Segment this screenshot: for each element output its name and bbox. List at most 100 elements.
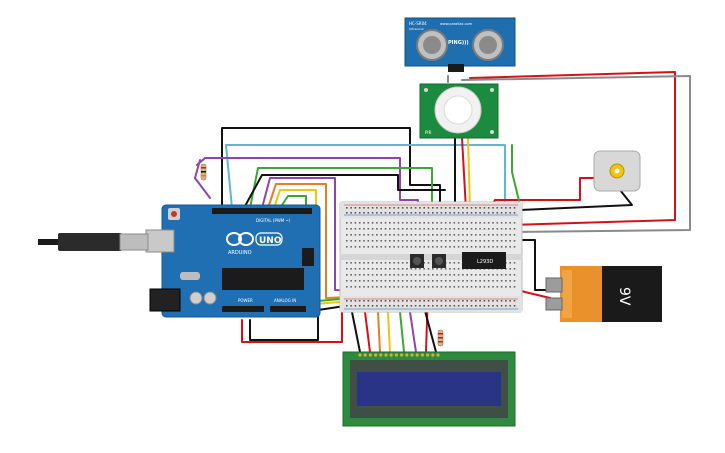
breadboard-hole [457, 286, 460, 288]
breadboard-hole [513, 280, 516, 282]
breadboard-hole [389, 222, 391, 224]
breadboard-hole [384, 228, 387, 230]
breadboard-hole [354, 212, 357, 214]
breadboard-hole [389, 305, 391, 307]
breadboard-hole [453, 207, 456, 209]
breadboard-hole [358, 246, 361, 248]
breadboard-hole [500, 222, 503, 224]
wire-green-2[interactable] [279, 195, 353, 303]
wire-green-3[interactable] [511, 144, 521, 206]
atmega-chip [222, 268, 304, 290]
breadboard-hole [505, 300, 507, 302]
pir-sensor[interactable]: PIR [419, 83, 499, 139]
breadboard-hole [505, 305, 507, 307]
breadboard-hole [479, 300, 481, 302]
wire-pir-red[interactable] [461, 137, 467, 211]
breadboard-hole [444, 246, 447, 248]
wire-lcd-yellow[interactable] [387, 311, 391, 353]
ultrasonic-sensor[interactable]: HC-SR04 Ultrasonic www.parallax.com PING… [404, 17, 516, 72]
breadboard-hole [475, 212, 477, 214]
breadboard-hole [492, 246, 494, 248]
breadboard-hole [470, 274, 473, 276]
breadboard-hole [380, 212, 382, 214]
breadboard-hole [354, 280, 357, 282]
breadboard-hole [457, 300, 460, 302]
breadboard-hole [367, 268, 370, 270]
breadboard-hole [462, 222, 464, 224]
breadboard-hole [393, 246, 395, 248]
breadboard-hole [397, 274, 400, 276]
breadboard-hole [410, 274, 413, 276]
breadboard-hole [401, 262, 404, 264]
wire-lcd-purple[interactable] [409, 311, 417, 353]
breadboard-hole [505, 274, 507, 276]
usb-cable[interactable] [38, 233, 149, 251]
breadboard-hole [423, 300, 425, 302]
wire-lcd-orange[interactable] [377, 311, 381, 353]
arduino-uno[interactable]: UNO ARDUINO DIGITAL (PWM ~) POWER ANALOG… [145, 204, 321, 318]
wire-lcd-green[interactable] [399, 311, 405, 353]
motor-driver-l293d[interactable]: L293D [462, 252, 506, 269]
breadboard-hole [423, 280, 425, 282]
wire-yellow-1[interactable] [273, 189, 363, 305]
breadboard-hole [505, 240, 507, 242]
breadboard-hole [500, 228, 503, 230]
breadboard-hole [505, 280, 507, 282]
breadboard-hole [371, 234, 374, 236]
breadboard-hole [419, 274, 421, 276]
wire-gray-long[interactable] [461, 75, 691, 233]
push-button-1[interactable] [410, 254, 424, 268]
resistor-lcd[interactable] [437, 329, 444, 347]
breadboard-hole [363, 212, 365, 214]
breadboard-hole [492, 280, 494, 282]
breadboard-hole [358, 274, 361, 276]
breadboard-hole [440, 280, 443, 282]
breadboard-hole [350, 274, 352, 276]
breadboard-hole [475, 228, 477, 230]
battery-9v[interactable]: 9V [545, 266, 662, 322]
breadboard-hole [371, 212, 374, 214]
lcd-pin [420, 353, 424, 357]
wire-cyan[interactable] [225, 144, 506, 211]
breadboard-hole [393, 212, 395, 214]
wire-purple-2[interactable] [194, 159, 211, 199]
breadboard-hole [440, 207, 443, 209]
breadboard-hole [509, 240, 511, 242]
usb-port[interactable] [145, 229, 175, 253]
wire-red-long[interactable] [469, 71, 676, 226]
breadboard-hole [363, 286, 365, 288]
wire-motor-black[interactable] [513, 189, 633, 223]
power-jack[interactable] [149, 288, 181, 312]
arduino-brand-label: ARDUINO [228, 250, 252, 256]
breadboard-hole [427, 262, 430, 264]
breadboard-hole [367, 300, 370, 302]
breadboard-hole [389, 268, 391, 270]
breadboard-hole [401, 274, 404, 276]
breadboard-hole [414, 274, 417, 276]
breadboard-hole [500, 240, 503, 242]
breadboard-hole [376, 234, 378, 236]
breadboard-hole [346, 228, 348, 230]
breadboard-hole [414, 228, 417, 230]
breadboard-hole [376, 300, 378, 302]
push-button-2[interactable] [432, 254, 446, 268]
dc-motor[interactable] [593, 150, 641, 192]
breadboard-hole [479, 246, 481, 248]
lcd-display[interactable] [342, 351, 516, 427]
breadboard-hole [397, 246, 400, 248]
breadboard-hole [384, 222, 387, 224]
wire-bottom-black[interactable] [249, 305, 346, 341]
resistor-top-left[interactable] [200, 163, 207, 181]
breadboard-hole [496, 305, 499, 307]
wire-black-2[interactable] [243, 174, 446, 209]
wire-lcd-black[interactable] [351, 311, 361, 353]
wire-bottom-red[interactable] [241, 311, 343, 343]
breadboard-hole [384, 305, 387, 307]
breadboard-hole [432, 234, 434, 236]
breadboard-hole [449, 305, 451, 307]
wire-pir-yellow[interactable] [467, 137, 471, 211]
breadboard-hole [371, 268, 374, 270]
wire-lcd-red[interactable] [364, 311, 371, 353]
breadboard-hole [423, 268, 425, 270]
breadboard-hole [505, 222, 507, 224]
